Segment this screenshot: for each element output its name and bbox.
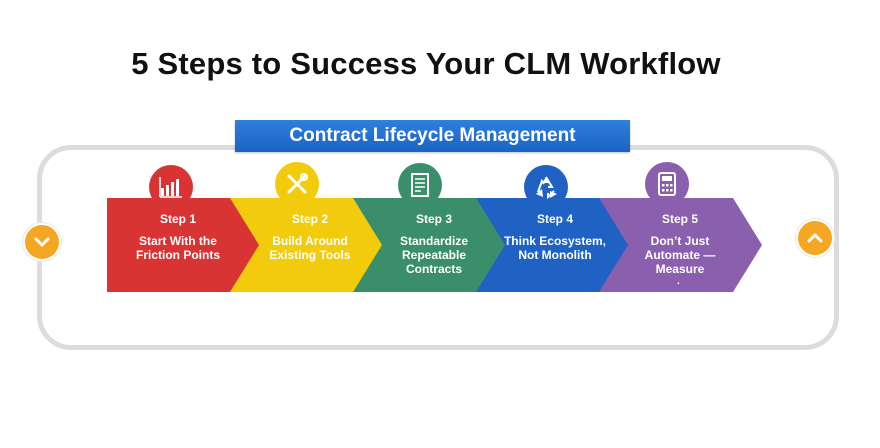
chevron-down-icon — [34, 237, 50, 247]
calculator-icon — [658, 172, 676, 196]
step-3-arrow — [353, 198, 507, 292]
step-5: Step 5 Don’t Just Automate — Measure — [603, 198, 757, 292]
step-2-arrow — [230, 198, 384, 292]
bar-chart-icon — [159, 177, 182, 198]
step-1-description: Start With the Friction Points — [136, 234, 220, 262]
step-5-label: Step 5 — [661, 212, 698, 226]
step-1-arrow — [107, 198, 261, 292]
banner-title: Contract Lifecycle Management — [235, 120, 630, 152]
step-2-label: Step 2 — [291, 212, 328, 226]
step-4-label: Step 4 — [536, 212, 573, 226]
step-4-arrow — [476, 198, 630, 292]
step-3: Step 3 Standardize Repeatable Contracts — [357, 198, 511, 292]
step-5-description: Don’t Just Automate — Measure — [644, 234, 716, 276]
step-5-arrow — [599, 198, 762, 292]
step-2: Step 2 Build Around Existing Tools — [233, 198, 387, 292]
trailing-mark: . — [677, 276, 680, 287]
step-1-icon-circle — [149, 165, 193, 209]
scroll-up-button[interactable] — [796, 219, 834, 257]
page-title: 5 Steps to Success Your CLM Workflow — [131, 46, 721, 81]
chevron-up-icon — [807, 233, 823, 243]
step-3-description: Standardize Repeatable Contracts — [399, 234, 468, 276]
step-3-icon-circle — [398, 163, 442, 207]
step-5-icon-circle — [645, 162, 689, 206]
step-2-description: Build Around Existing Tools — [269, 234, 351, 262]
step-3-label: Step 3 — [415, 212, 452, 226]
step-4-icon-circle — [524, 165, 568, 209]
document-icon — [411, 173, 429, 197]
scroll-down-button[interactable] — [23, 223, 61, 261]
tools-icon — [287, 173, 308, 194]
step-1: Step 1 Start With the Friction Points — [101, 198, 255, 292]
recycle-icon — [536, 176, 557, 199]
step-2-icon-circle — [275, 162, 319, 206]
step-4: Step 4 Think Ecosystem, Not Monolith — [478, 198, 632, 292]
step-1-label: Step 1 — [159, 212, 196, 226]
step-4-description: Think Ecosystem, Not Monolith — [503, 234, 607, 262]
